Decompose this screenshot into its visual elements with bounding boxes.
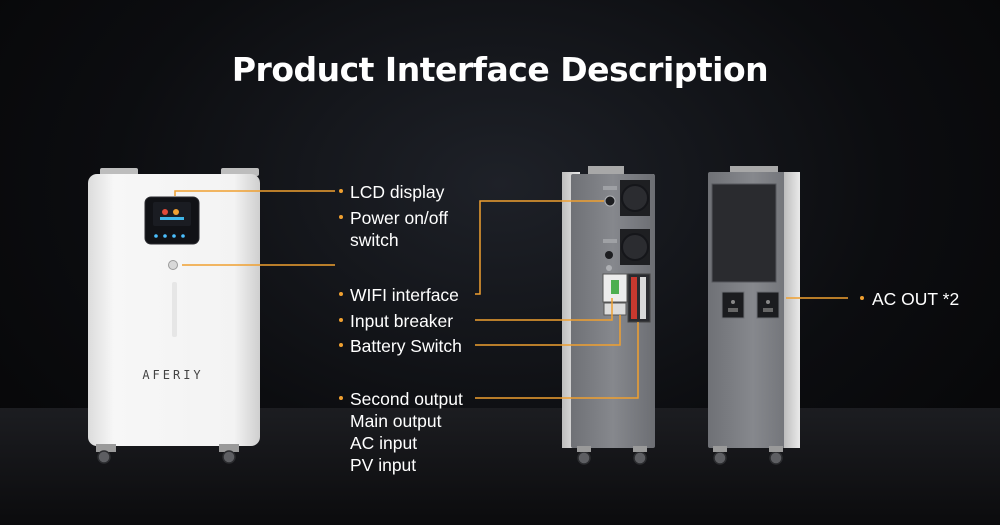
- battery-callout-line: [475, 315, 621, 346]
- rear-wheel-left: [577, 451, 591, 465]
- breaker-callout-line: [475, 298, 613, 321]
- lcd-indicator-red: [162, 209, 168, 215]
- front-unit: [88, 168, 260, 464]
- front-wheel-right: [222, 450, 236, 464]
- front-wheel-left: [97, 450, 111, 464]
- breaker-dot: [339, 318, 343, 322]
- battery-dot: [339, 343, 343, 347]
- front-light-strip: [172, 282, 177, 337]
- lcd-button-1: [154, 234, 158, 238]
- label-ac-out: AC OUT *2: [872, 289, 960, 309]
- ac-outlet-2: [756, 291, 780, 319]
- lcd-screen: [153, 202, 191, 226]
- output-callout-line: [475, 322, 639, 399]
- wifi-port: [604, 195, 616, 207]
- lcd-dot: [339, 189, 343, 193]
- rear-wheel-right: [633, 451, 647, 465]
- output-dot: [339, 396, 343, 400]
- label-lcd-display: LCD display: [350, 182, 445, 202]
- lcd-bar-blue: [160, 217, 184, 220]
- power-dot: [339, 215, 343, 219]
- lcd-callout-line: [174, 190, 335, 196]
- label-power-switch-line1: Power on/off: [350, 208, 448, 228]
- side-edge-panel: [784, 172, 800, 448]
- lcd-button-2: [163, 234, 167, 238]
- side-unit: [708, 166, 800, 465]
- side-wheel-left: [713, 451, 727, 465]
- lcd-button-3: [172, 234, 176, 238]
- label-ac-input: AC input: [350, 433, 418, 453]
- label-pv-input: PV input: [350, 455, 417, 475]
- callout-lines: [174, 190, 848, 399]
- side-wheel-right: [769, 451, 783, 465]
- label-main-output: Main output: [350, 411, 442, 431]
- ac-outlet-1: [721, 291, 745, 319]
- page-title: Product Interface Description: [231, 50, 769, 89]
- brand-logo: AFERIY: [142, 368, 204, 382]
- battery-switch: [603, 302, 627, 316]
- label-power-switch-line2: switch: [350, 230, 399, 250]
- wifi-callout-line: [475, 200, 604, 295]
- rear-small-port: [605, 251, 613, 259]
- ac-out-dot: [860, 296, 864, 300]
- label-wifi-interface: WIFI interface: [350, 285, 459, 305]
- label-battery-switch: Battery Switch: [350, 336, 462, 356]
- rear-unit: [562, 166, 655, 465]
- label-input-breaker: Input breaker: [350, 311, 454, 331]
- side-vent-mesh: [712, 184, 776, 282]
- label-second-output: Second output: [350, 389, 463, 409]
- power-button: [168, 260, 178, 270]
- lcd-button-4: [181, 234, 185, 238]
- wifi-dot: [339, 292, 343, 296]
- lcd-indicator-orange: [173, 209, 179, 215]
